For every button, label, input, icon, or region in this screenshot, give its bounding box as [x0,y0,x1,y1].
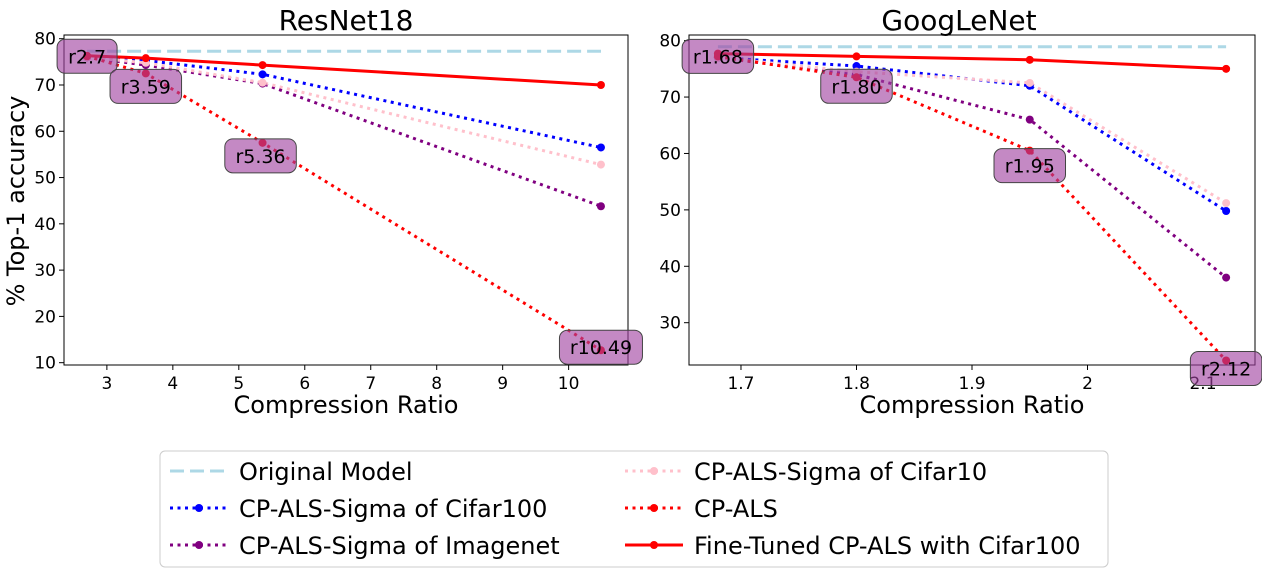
annotation-label: r2.7 [68,46,106,68]
series-line-cp-als-sigma-of-cifar10 [717,56,1227,205]
y-tick-label: 50 [34,169,56,189]
annotation-label: r1.68 [693,46,743,68]
y-tick-label: 60 [34,122,56,142]
y-tick-label: 60 [659,144,681,164]
x-ticks: 1.71.81.922.1 [727,365,1217,394]
annotation-label: r3.59 [121,76,171,98]
legend-marker [195,541,203,549]
x-axis-label: Compression Ratio [860,391,1085,419]
legend-label-cp-als: CP-ALS [694,495,778,523]
x-tick-label: 5 [233,374,244,394]
x-tick-label: 9 [497,374,508,394]
data-point-fine-tuned-cp-als-with-cifar100 [1222,64,1231,73]
y-tick-label: 70 [34,76,56,96]
annotation-box [993,148,1067,184]
data-point-cp-als-sigma-of-cifar10 [1025,78,1034,87]
x-tick-label: 10 [558,374,580,394]
annotation-label: r1.95 [1005,156,1055,178]
legend-label-cp-als-sigma-of-cifar10: CP-ALS-Sigma of Cifar10 [694,458,987,486]
x-tick-label: 3 [101,374,112,394]
x-tick-label: 1.7 [727,374,754,394]
googlenet-panel: GoogLeNet Compression Ratio 1.71.81.922.… [659,4,1262,419]
data-point-cp-als-sigma-of-imagenet [596,202,605,211]
chart-title: GoogLeNet [881,4,1036,37]
annotation-label: r2.12 [1201,358,1251,380]
legend-label-fine-tuned-cp-als-with-cifar100: Fine-Tuned CP-ALS with Cifar100 [694,532,1081,560]
data-point-fine-tuned-cp-als-with-cifar100 [258,61,267,70]
y-tick-label: 30 [659,314,681,334]
annotations: r1.68 r1.80 r1.95 r2.12 [681,38,1262,386]
series-line-cp-als [717,54,1228,362]
y-tick-label: 20 [34,307,56,327]
plot-area [63,34,629,366]
annotation-box [109,68,183,104]
legend-label-cp-als-sigma-of-cifar100: CP-ALS-Sigma of Cifar100 [239,495,547,523]
series-lines [717,45,1228,362]
annotation-box [820,68,893,104]
annotation-label: r10.49 [570,337,632,359]
x-axis-label: Compression Ratio [234,391,459,419]
legend-marker [650,541,658,549]
y-tick-label: 80 [659,32,681,52]
data-point-cp-als-sigma-of-cifar10 [596,160,605,169]
series-line-cp-als-sigma-of-imagenet [717,56,1228,279]
annotation-box [224,138,297,174]
data-point-fine-tuned-cp-als-with-cifar100 [596,80,605,89]
plot-area [688,34,1256,366]
annotation-label: r1.80 [831,76,881,98]
resnet18-panel: ResNet18 % Top-1 accuracy Compression Ra… [2,4,643,419]
x-tick-label: 4 [167,374,178,394]
y-tick-label: 70 [659,88,681,108]
annotations: r2.7 r3.59 r5.36 r10.49 [56,38,643,365]
series-points [713,49,1231,365]
data-point-cp-als-sigma-of-imagenet [1025,115,1034,124]
data-point-fine-tuned-cp-als-with-cifar100 [852,52,861,61]
data-point-cp-als-sigma-of-cifar100 [852,62,861,71]
x-tick-label: 1.9 [958,374,985,394]
x-tick-label: 7 [365,374,376,394]
y-tick-label: 10 [34,354,56,374]
chart-title: ResNet18 [279,4,414,37]
annotation-box [681,38,755,74]
y-tick-label: 40 [34,215,56,235]
y-ticks: 10 20 30 40 50 60 70 80 [34,30,64,374]
y-tick-label: 50 [659,201,681,221]
legend-marker [650,467,658,475]
data-point-fine-tuned-cp-als-with-cifar100 [141,54,150,63]
legend-label-cp-als-sigma-of-imagenet: CP-ALS-Sigma of Imagenet [239,532,560,560]
data-point-cp-als-sigma-of-cifar100 [1222,207,1231,215]
data-point-cp-als-sigma-of-imagenet [1222,273,1231,282]
legend-marker [195,504,203,512]
annotation-box [558,329,643,365]
annotation-box [56,38,118,74]
y-tick-label: 80 [34,30,56,50]
y-axis-label: % Top-1 accuracy [2,96,30,307]
data-point-cp-als-sigma-of-cifar10 [258,78,267,87]
data-point-cp-als-sigma-of-cifar10 [1222,199,1231,208]
y-ticks: 30 40 50 60 70 80 [659,32,689,334]
x-ticks: 3 4 5 6 7 8 9 10 [101,365,579,394]
series-line-fine-tuned-cp-als-with-cifar100 [717,52,1227,71]
x-tick-label: 6 [299,374,310,394]
annotation-label: r5.36 [235,146,285,168]
x-tick-label: 2 [1082,374,1093,394]
y-tick-label: 40 [659,257,681,277]
legend-marker [650,504,658,512]
x-tick-label: 8 [431,374,442,394]
data-point-fine-tuned-cp-als-with-cifar100 [1025,55,1034,64]
legend-label-original-model: Original Model [239,458,413,486]
data-point-cp-als-sigma-of-cifar100 [596,143,605,152]
data-point-cp-als-sigma-of-cifar100 [258,70,267,79]
y-tick-label: 30 [34,261,56,281]
x-tick-label: 1.8 [843,374,870,394]
